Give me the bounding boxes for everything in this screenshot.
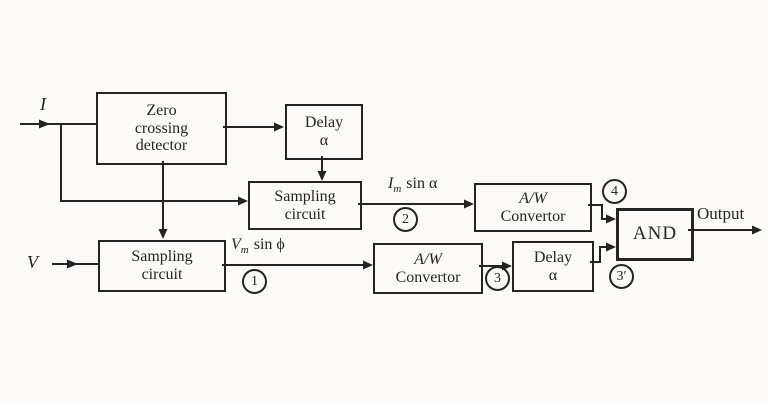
vm-rest: sin ϕ [253, 236, 285, 253]
vm-subscript: m [240, 244, 249, 257]
im-base: I [388, 175, 394, 192]
sampling-bottom-line-1: Sampling [131, 248, 193, 266]
sampling-circuit-voltage-block: Sampling circuit [98, 240, 226, 292]
node-4-text: 4 [611, 183, 618, 199]
wire-i-to-sampling-mid [60, 124, 248, 206]
delay-bottom-line-2: α [548, 266, 558, 284]
im-rest: sin α [406, 175, 438, 192]
sampling-bottom-line-2: circuit [141, 266, 183, 283]
zcd-line-1: Zero [146, 102, 177, 120]
node-circle-3: 3 [485, 266, 510, 291]
delay-alpha-bottom-block: Delay α [512, 241, 594, 292]
node-3-text: 3 [494, 270, 501, 286]
wire-delay-bottom-to-and [590, 242, 616, 263]
node-3-prime-text: 3′ [616, 268, 627, 284]
node-2-text: 2 [402, 211, 409, 227]
sampling-mid-line-2: circuit [284, 205, 326, 223]
sampling-mid-line-1: Sampling [274, 187, 336, 205]
delay-top-line-1: Delay [304, 114, 344, 132]
and-gate-label: AND [632, 223, 678, 245]
im-subscript: m [393, 183, 402, 196]
zero-crossing-detector-block: Zero crossing detector [96, 92, 227, 165]
delay-bottom-line-1: Delay [533, 248, 573, 266]
aw-bottom-line-1: A/W [414, 250, 442, 268]
aw-top-line-1: A/W [519, 189, 547, 207]
im-sin-alpha-label: Im sin α [388, 175, 437, 195]
input-i-label: I [40, 94, 46, 114]
delay-alpha-top-block: Delay α [285, 104, 363, 160]
node-circle-3-prime: 3′ [609, 264, 634, 289]
arrowhead-input-i [39, 119, 50, 129]
delay-top-line-2: α [319, 132, 329, 149]
arrowhead-input-v [67, 259, 78, 269]
input-v-label: V [27, 252, 38, 272]
zcd-line-3: detector [135, 137, 188, 155]
node-1-text: 1 [251, 273, 258, 289]
zcd-line-2: crossing [134, 119, 189, 137]
node-circle-4: 4 [602, 179, 627, 204]
aw-top-line-2: Convertor [500, 207, 566, 225]
sampling-circuit-current-block: Sampling circuit [248, 181, 362, 230]
node-circle-1: 1 [242, 269, 267, 294]
aw-convertor-top-block: A/W Convertor [474, 183, 592, 232]
output-label: Output [697, 204, 745, 223]
and-gate-block: AND [616, 208, 694, 261]
vm-sin-phi-label: Vm sin ϕ [231, 236, 285, 256]
wire-aw-top-to-and [588, 204, 616, 224]
aw-convertor-bottom-block: A/W Convertor [373, 243, 483, 294]
aw-bottom-line-2: Convertor [395, 268, 461, 286]
vm-base: V [231, 236, 241, 253]
node-circle-2: 2 [393, 207, 418, 232]
